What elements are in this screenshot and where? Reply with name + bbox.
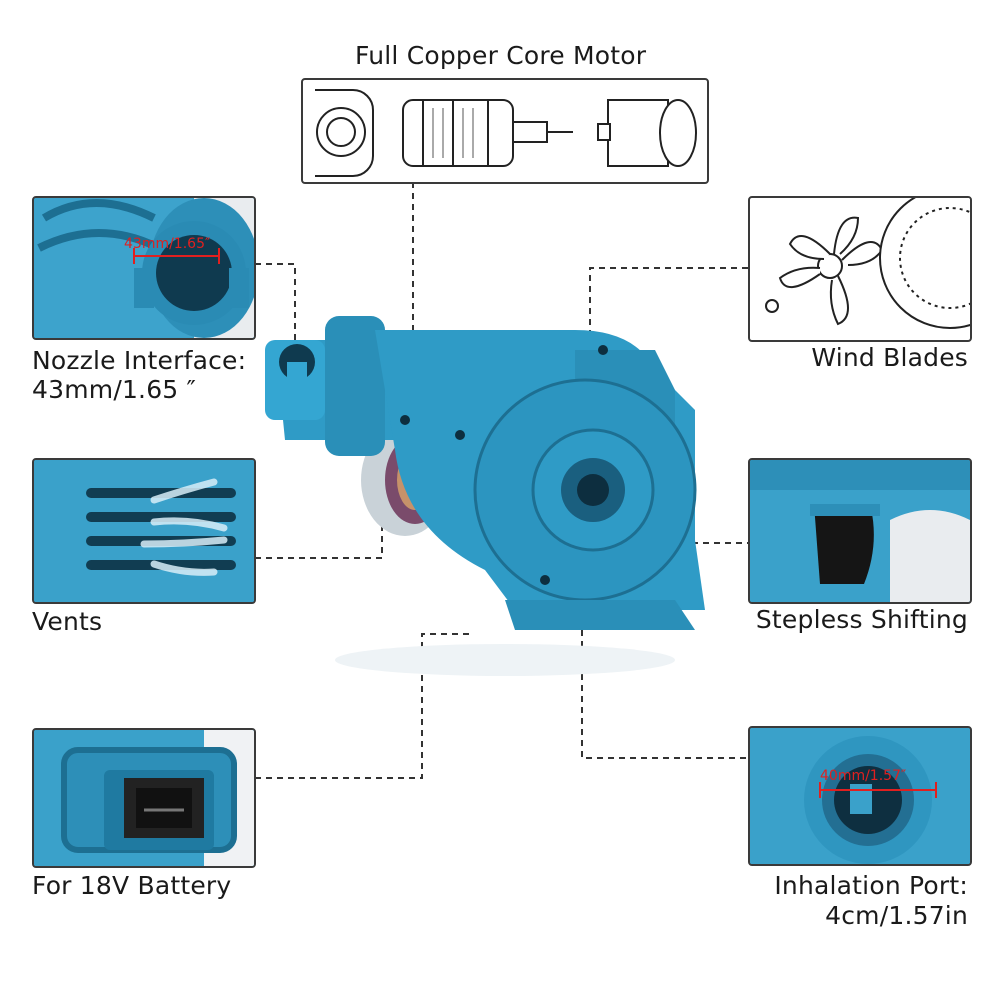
inhalation-inset: 40mm/1.57″ xyxy=(748,726,972,866)
vents-label: Vents xyxy=(32,607,103,636)
inhalation-label-line1: Inhalation Port: xyxy=(774,871,968,900)
stepless-photo xyxy=(750,460,970,602)
leader-nozzle xyxy=(255,263,296,340)
leader-battery xyxy=(255,633,470,779)
wind-blades-label: Wind Blades xyxy=(811,343,968,372)
motor-inset xyxy=(301,78,709,184)
nozzle-label-line2: 43mm/1.65 ″ xyxy=(32,375,197,404)
nozzle-inset: 43mm/1.65″ xyxy=(32,196,256,340)
nozzle-photo: 43mm/1.65″ xyxy=(34,198,254,338)
vents-inset xyxy=(32,458,256,604)
blower-product-image xyxy=(265,316,705,676)
nozzle-label-line1: Nozzle Interface: xyxy=(32,346,247,375)
inhalation-photo: 40mm/1.57″ xyxy=(750,728,970,864)
wind-blades-inset xyxy=(748,196,972,342)
leader-wind-blades xyxy=(589,267,748,390)
battery-inset xyxy=(32,728,256,868)
wind-blades-drawing xyxy=(765,198,970,329)
battery-label: For 18V Battery xyxy=(32,871,232,900)
motor-label: Full Copper Core Motor xyxy=(355,41,647,70)
battery-photo xyxy=(34,730,254,866)
nozzle-measurement: 43mm/1.65″ xyxy=(124,236,210,252)
motor-drawing xyxy=(315,89,697,177)
inhalation-label-line2: 4cm/1.57in xyxy=(825,901,968,930)
stepless-label: Stepless Shifting xyxy=(755,605,968,634)
vents-photo xyxy=(34,460,254,602)
inhalation-measurement: 40mm/1.57″ xyxy=(820,768,906,784)
stepless-inset xyxy=(748,458,972,604)
